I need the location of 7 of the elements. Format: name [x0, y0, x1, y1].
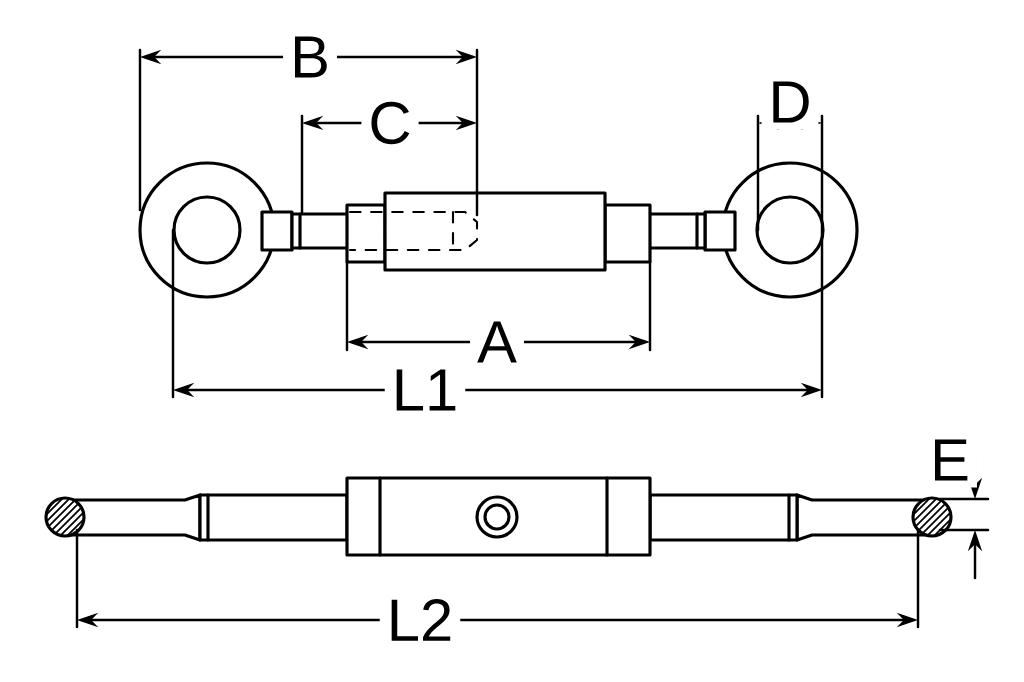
dimension-label: E: [923, 432, 977, 488]
dimension-label: D: [761, 74, 819, 130]
dimension-label: L1: [384, 362, 466, 418]
dimension-label: A: [470, 314, 524, 370]
dimension-label: L2: [379, 592, 461, 648]
dimension-label: C: [361, 94, 419, 152]
dimension-label: B: [283, 29, 337, 85]
